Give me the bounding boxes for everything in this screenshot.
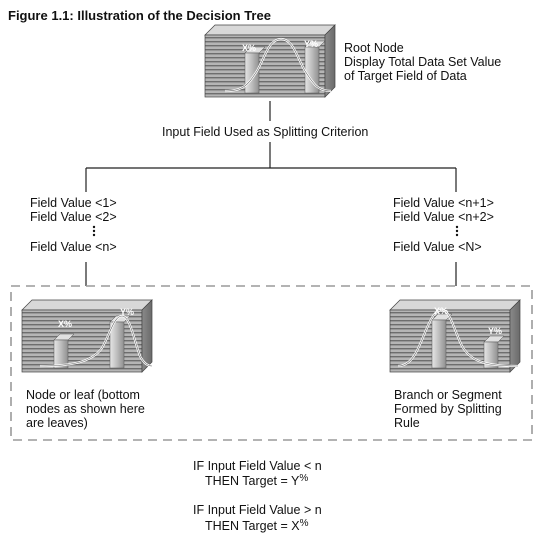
right-label-y: Y% <box>488 326 502 336</box>
left-label-y: Y% <box>120 307 134 317</box>
leaf-nodes-box <box>10 285 533 441</box>
right-value-1: Field Value <n+1> <box>393 196 494 210</box>
splitting-criterion-label: Input Field Used as Splitting Criterion <box>162 125 369 139</box>
root-bar-y <box>304 40 326 94</box>
root-label-x: X% <box>242 43 256 53</box>
right-label-x: X% <box>434 306 448 316</box>
root-node-desc-2: of Target Field of Data <box>344 69 467 83</box>
root-label-y: Y% <box>304 39 318 49</box>
rule-2-condition: IF Input Field Value > n <box>193 503 322 517</box>
rule-1-then-text: THEN Target = Y <box>205 474 300 488</box>
left-label-x: X% <box>58 319 72 329</box>
right-leaf-chart <box>389 299 521 373</box>
right-leaf-caption-2: Formed by Splitting <box>394 402 502 416</box>
left-bar-x <box>53 333 75 369</box>
rule-2-then-unit: % <box>299 518 309 529</box>
right-leaf-caption-1: Branch or Segment <box>394 388 502 402</box>
left-value-1: Field Value <1> <box>30 196 117 210</box>
root-node-label: Root Node <box>344 41 404 55</box>
rule-1-condition: IF Input Field Value < n <box>193 459 322 473</box>
rule-2-then-text: THEN Target = X <box>205 519 300 533</box>
left-value-2: Field Value <2> <box>30 210 117 224</box>
root-node-chart <box>204 24 336 98</box>
left-leaf-caption-3: are leaves) <box>26 416 88 430</box>
right-bar-x <box>431 313 453 369</box>
rule-1-then-unit: % <box>299 473 309 484</box>
right-bar-y <box>483 335 505 369</box>
left-leaf-caption-1: Node or leaf (bottom <box>26 388 140 402</box>
left-value-n: Field Value <n> <box>30 240 117 254</box>
rule-2-then: THEN Target = X% <box>205 517 309 533</box>
rule-1-then: THEN Target = Y% <box>205 472 308 488</box>
figure-title: Figure 1.1: Illustration of the Decision… <box>8 8 271 23</box>
left-ellipsis <box>92 225 96 237</box>
root-node-desc-1: Display Total Data Set Value <box>344 55 502 69</box>
left-leaf-caption-2: nodes as shown here <box>26 402 145 416</box>
tree-connectors <box>85 101 457 286</box>
right-value-n: Field Value <N> <box>393 240 482 254</box>
right-leaf-caption-3: Rule <box>394 416 420 430</box>
right-ellipsis <box>455 225 459 237</box>
right-value-2: Field Value <n+2> <box>393 210 494 224</box>
left-leaf-chart <box>21 299 153 373</box>
